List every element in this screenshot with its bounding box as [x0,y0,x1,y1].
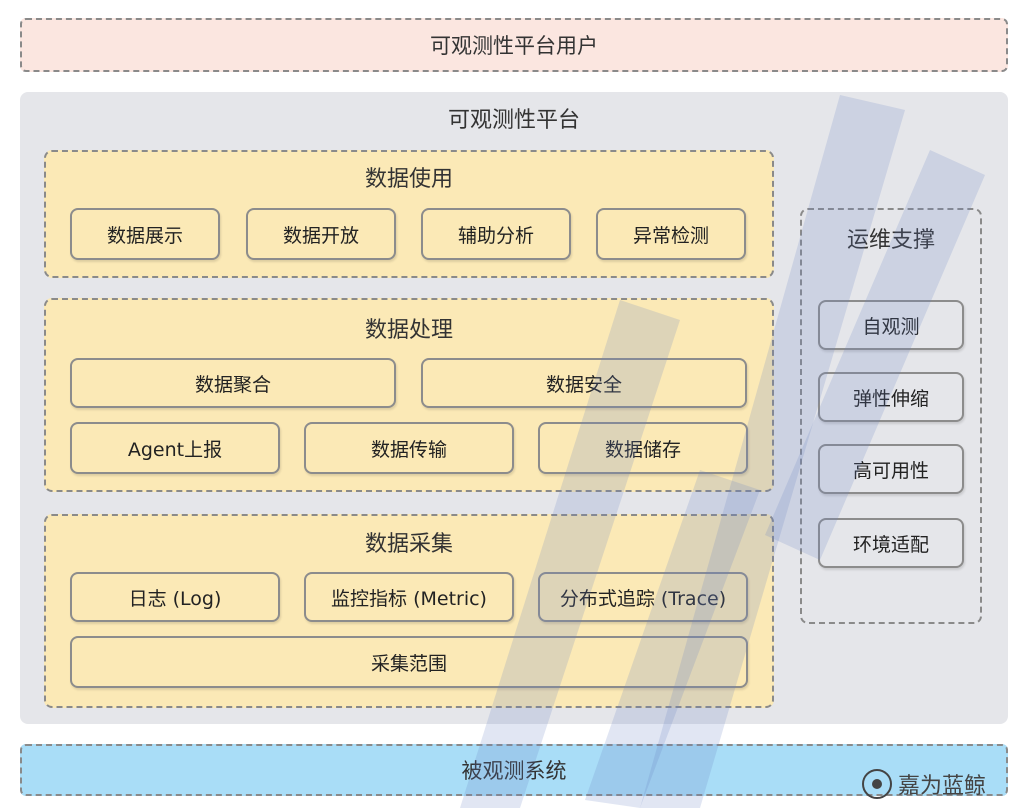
weibo-icon [862,769,892,799]
platform-title: 可观测性平台 [447,108,580,133]
elastic-scaling-box: 弹性伸缩 [818,372,964,422]
assisted-analysis-box: 辅助分析 [421,208,571,260]
data-usage-title: 数据使用 [364,167,453,192]
platform-users-bar: 可观测性平台用户 [20,18,1008,72]
observed-system-bar: 被观测系统 [20,744,1008,796]
ops-support-title: 运维支撑 [846,228,935,253]
self-observation-box: 自观测 [818,300,964,350]
data-security-box: 数据安全 [421,358,747,408]
data-aggregation-box: 数据聚合 [70,358,396,408]
data-storage-box: 数据储存 [538,422,748,474]
credit-text: 嘉为蓝鲸 [898,774,987,799]
data-processing-title: 数据处理 [364,318,453,343]
data-display-box: 数据展示 [70,208,220,260]
collection-scope-box: 采集范围 [70,636,748,688]
data-transfer-box: 数据传输 [304,422,514,474]
data-open-box: 数据开放 [246,208,396,260]
high-availability-box: 高可用性 [818,444,964,494]
credit-watermark: 嘉为蓝鲸 [862,766,1022,802]
metric-box: 监控指标 (Metric) [304,572,514,622]
environment-adaptation-box: 环境适配 [818,518,964,568]
agent-report-box: Agent上报 [70,422,280,474]
trace-box: 分布式追踪 (Trace) [538,572,748,622]
anomaly-detection-box: 异常检测 [596,208,746,260]
log-box: 日志 (Log) [70,572,280,622]
data-collection-title: 数据采集 [364,532,453,557]
